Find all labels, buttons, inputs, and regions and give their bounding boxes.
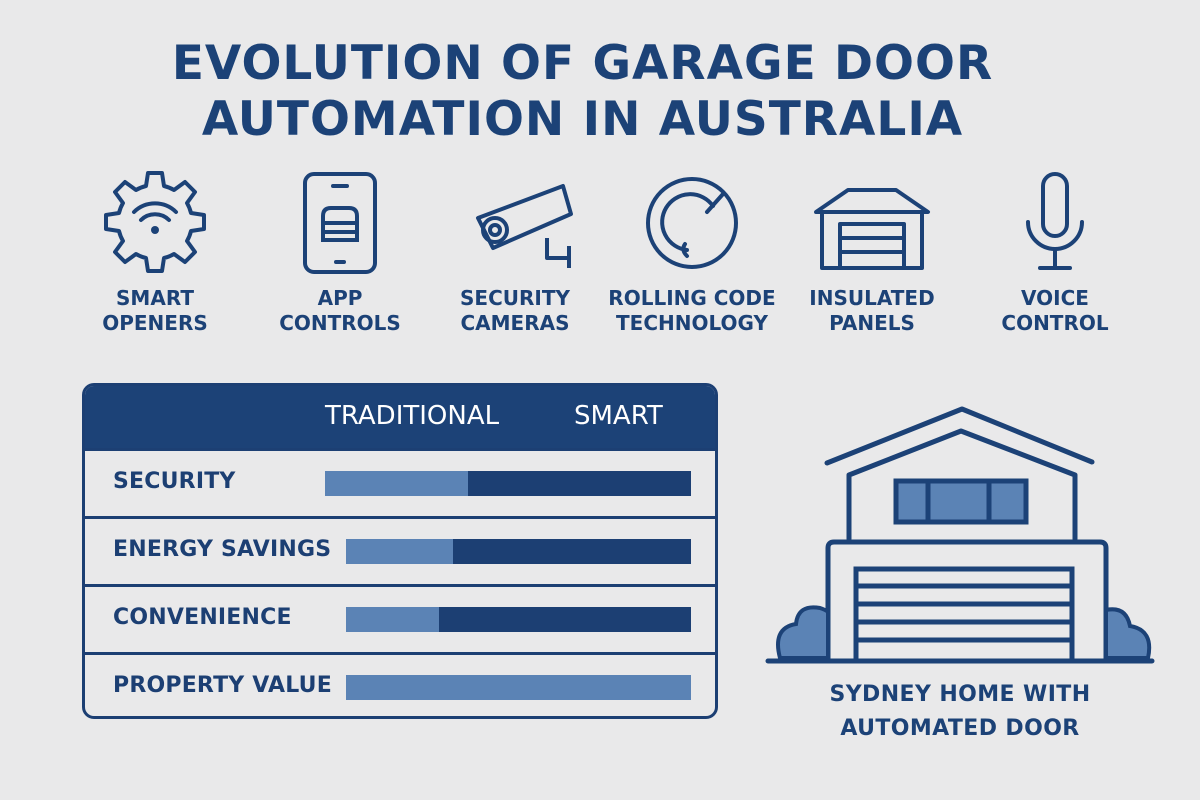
comparison-bar (346, 539, 691, 564)
feature-label: SECURITY CAMERAS (460, 286, 570, 335)
feature-app-controls: APP CONTROLS (240, 168, 440, 335)
feature-security-cameras: SECURITY CAMERAS (415, 168, 615, 335)
house-caption: SYDNEY HOME WITH AUTOMATED DOOR (829, 682, 1091, 741)
comparison-row-security: SECURITY (85, 448, 715, 516)
feature-label: SMART OPENERS (102, 286, 208, 335)
garage-panels-icon (814, 188, 930, 270)
traditional-fill (346, 675, 691, 700)
row-label: SECURITY (113, 469, 236, 494)
feature-rolling-code: ROLLING CODE TECHNOLOGY (592, 168, 792, 335)
rolling-code-icon (646, 177, 738, 269)
column-smart: SMART (574, 401, 663, 431)
bush-left (776, 605, 830, 660)
comparison-row-property-value: PROPERTY VALUE (85, 652, 715, 716)
traditional-fill (346, 539, 453, 564)
traditional-fill (325, 471, 468, 496)
comparison-header: TRADITIONAL SMART (85, 386, 715, 448)
feature-label: INSULATED PANELS (809, 286, 935, 335)
traditional-fill (346, 607, 440, 632)
row-label: ENERGY SAVINGS (113, 537, 332, 562)
comparison-row-energy-savings: ENERGY SAVINGS (85, 516, 715, 584)
security-camera-icon (476, 184, 573, 268)
gear-wifi-icon (104, 171, 206, 273)
feature-label: VOICE CONTROL (1001, 286, 1109, 335)
feature-insulated-panels: INSULATED PANELS (772, 168, 972, 335)
microphone-icon (1026, 172, 1084, 270)
comparison-row-convenience: CONVENIENCE (85, 584, 715, 652)
column-traditional: TRADITIONAL (325, 401, 500, 431)
row-label: PROPERTY VALUE (113, 673, 332, 698)
title-line-1: EVOLUTION OF GARAGE DOOR (171, 36, 994, 91)
feature-label: ROLLING CODE TECHNOLOGY (608, 286, 776, 335)
tablet-garage-icon (303, 172, 377, 274)
feature-icons-row: SMART OPENERS APP CONTROLS (0, 168, 1200, 348)
feature-voice-control: VOICE CONTROL (955, 168, 1155, 335)
comparison-bar (346, 607, 691, 632)
row-label: CONVENIENCE (113, 605, 292, 630)
house-icon (765, 406, 1155, 664)
comparison-bar (346, 675, 691, 700)
feature-label: APP CONTROLS (279, 286, 401, 335)
bush-right (1104, 607, 1152, 660)
title-line-2: AUTOMATION IN AUSTRALIA (201, 92, 964, 147)
feature-smart-openers: SMART OPENERS (55, 168, 255, 335)
house-illustration: SYDNEY HOME WITH AUTOMATED DOOR (760, 400, 1160, 750)
comparison-table: TRADITIONAL SMART SECURITY ENERGY SAVING… (82, 383, 718, 719)
comparison-bar (325, 471, 691, 496)
page-title: EVOLUTION OF GARAGE DOOR AUTOMATION IN A… (0, 36, 1165, 148)
